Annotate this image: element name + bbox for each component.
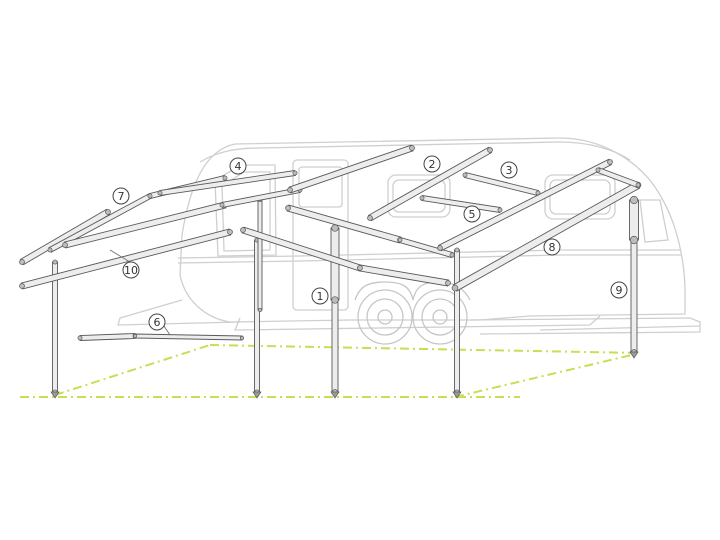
caravan-belt-line	[177, 249, 680, 259]
svg-text:10: 10	[124, 264, 138, 277]
pole-joint-ridge-4-1	[292, 170, 298, 176]
pole-joint-rafter-8-0	[451, 284, 459, 292]
pole-rafter-right-end	[596, 167, 640, 188]
pole-rafter-8	[452, 181, 641, 292]
callout-9: 9	[610, 281, 628, 299]
svg-text:9: 9	[616, 284, 623, 297]
pole-joint-rafter-7-mid-0	[47, 247, 53, 253]
caravan-skirt	[234, 315, 601, 331]
caravan-wheels	[354, 281, 471, 345]
callout-5: 5	[463, 205, 481, 223]
ground-line-left	[54, 344, 211, 396]
wheel-rear	[412, 289, 468, 345]
ground-line-back	[209, 344, 641, 354]
pole-joint-rafter-right-upper-0	[437, 245, 443, 251]
pole-joint-upright-1-sleeve-1	[331, 296, 339, 304]
ground-line-right	[454, 352, 641, 398]
pole-joint-rafter-10-0	[19, 283, 25, 289]
pole-joint-rafter-7-lower-0	[19, 259, 25, 265]
callout-10: 10	[122, 261, 140, 279]
caravan-door	[292, 159, 349, 311]
pole-rail-5	[421, 195, 501, 213]
callout-1: 1	[311, 287, 329, 305]
pole-upright-front-middle-right	[454, 249, 460, 393]
ground-peg-1	[50, 391, 60, 399]
pole-joint-rafter-upper-left-0	[287, 187, 293, 193]
pole-joint-rafter-10-1	[227, 229, 233, 235]
pole-pole-6-left	[79, 333, 136, 341]
pole-rail-3	[463, 172, 540, 196]
ground-peg-4	[452, 391, 462, 399]
pole-joint-upright-9-sleeve-0	[629, 195, 639, 205]
callout-7: 7	[112, 187, 130, 205]
ground-peg-5	[629, 351, 639, 359]
callouts: 1 2 3 4 5 6 7 8	[112, 155, 628, 331]
callout-8: 8	[543, 238, 561, 256]
pole-joint-rafter-centre-right-1	[445, 280, 451, 286]
svg-text:5: 5	[469, 208, 476, 221]
pole-joint-rafter-7-upper-1	[222, 175, 228, 181]
pole-joint-upright-9-sleeve-1	[629, 235, 639, 245]
pole-pole-6-right	[134, 333, 243, 341]
callout-4: 4	[229, 157, 247, 175]
pole-joint-upright-front-left-0	[52, 259, 58, 265]
pole-joint-rafter-7-lower-1	[105, 209, 111, 215]
pole-rafter-10	[20, 228, 232, 290]
svg-text:3: 3	[506, 164, 513, 177]
caravan-window-rear	[544, 174, 616, 220]
caravan-roof-line	[199, 141, 631, 163]
pole-joint-rafter-centre-upper-end-1	[449, 252, 455, 258]
pole-joint-rafter-7-brace-0	[62, 242, 68, 248]
pole-joint-rafter-centre-right-0	[357, 265, 363, 271]
callout-6: 6	[148, 313, 166, 331]
pole-joint-rafter-7-upper-0	[147, 193, 153, 199]
pole-upright-front-left	[52, 261, 58, 393]
pole-joint-rafter-centre-left-0	[240, 227, 246, 233]
pole-joint-pole-6-right-0	[132, 333, 138, 339]
pole-joint-rafter-centre-upper-0	[285, 205, 291, 211]
pole-joint-ridge-4-lower-0	[219, 202, 225, 208]
pole-upright-short-rail	[257, 199, 263, 311]
svg-text:4: 4	[235, 160, 242, 173]
pole-joint-pole-6-left-0	[77, 335, 83, 341]
frame-poles	[19, 144, 642, 399]
caravan-window-middle	[387, 174, 451, 218]
pole-joint-rafter-centre-upper-end-0	[397, 237, 403, 243]
callout-3: 3	[500, 161, 518, 179]
pole-joint-rafter-right-end-1	[635, 182, 641, 188]
pole-joint-upright-front-middle-right-0	[454, 247, 460, 253]
pole-joint-rafter-upper-left-1	[409, 145, 415, 151]
pole-joint-rail-5-0	[419, 195, 425, 201]
svg-text:7: 7	[118, 190, 125, 203]
pole-joint-upright-short-rail-1	[257, 307, 263, 313]
caravan-body	[179, 137, 686, 323]
ground-outline	[20, 344, 641, 398]
pole-joint-rafter-right-upper-1	[607, 159, 613, 165]
caravan-drawbar	[117, 299, 241, 326]
pole-joint-rail-3-0	[462, 172, 468, 178]
caravan-belt-line-lower	[177, 254, 681, 264]
wheel-front	[357, 289, 413, 345]
pole-joint-rafter-2-0	[367, 215, 373, 221]
pole-joint-rail-5-1	[497, 207, 503, 213]
pole-joint-rafter-right-end-0	[595, 167, 601, 173]
svg-text:2: 2	[429, 158, 436, 171]
pole-joint-ridge-4-0	[157, 190, 163, 196]
ground-peg-2	[252, 391, 262, 399]
ground-peg-3	[330, 391, 340, 399]
pole-joint-pole-6-right-1	[239, 335, 245, 341]
svg-text:8: 8	[549, 241, 556, 254]
callout-2: 2	[423, 155, 441, 173]
svg-text:6: 6	[154, 316, 161, 329]
svg-text:1: 1	[317, 290, 324, 303]
pole-rafter-upper-left	[288, 144, 414, 194]
pole-joint-rafter-2-1	[487, 147, 493, 153]
pole-upright-9-sleeve	[629, 199, 639, 241]
